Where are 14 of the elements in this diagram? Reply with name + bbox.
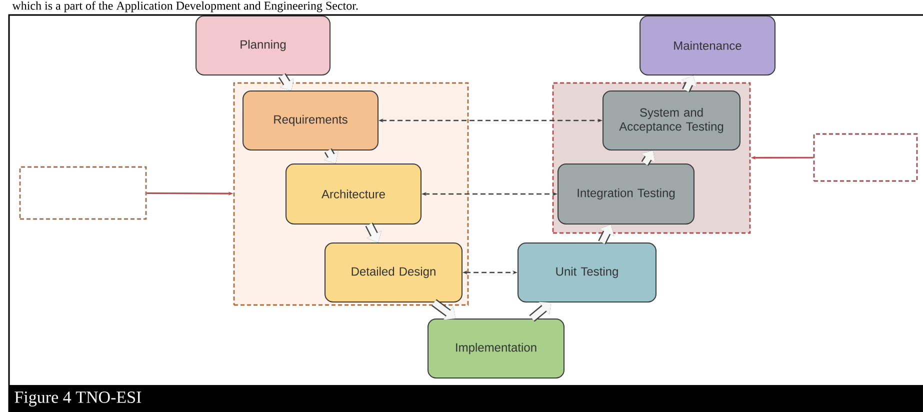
block-arrow (365, 222, 382, 242)
block-arrow (278, 73, 294, 90)
process-box: Implementation (428, 318, 564, 378)
process-box: Architecture (286, 164, 422, 224)
process-box: Detailed Design (324, 242, 462, 302)
process-box: Unit Testing (518, 242, 656, 302)
process-box: Integration Testing (558, 164, 694, 224)
process-box: Maintenance (640, 16, 776, 76)
process-box: System and Acceptance Testing (602, 90, 740, 150)
dashed-box (19, 166, 147, 220)
dashed-box (813, 133, 918, 182)
process-box: Requirements (242, 90, 378, 150)
caption-bar: Figure 4 TNO-ESI (9, 385, 923, 412)
process-box: Planning (196, 16, 330, 76)
